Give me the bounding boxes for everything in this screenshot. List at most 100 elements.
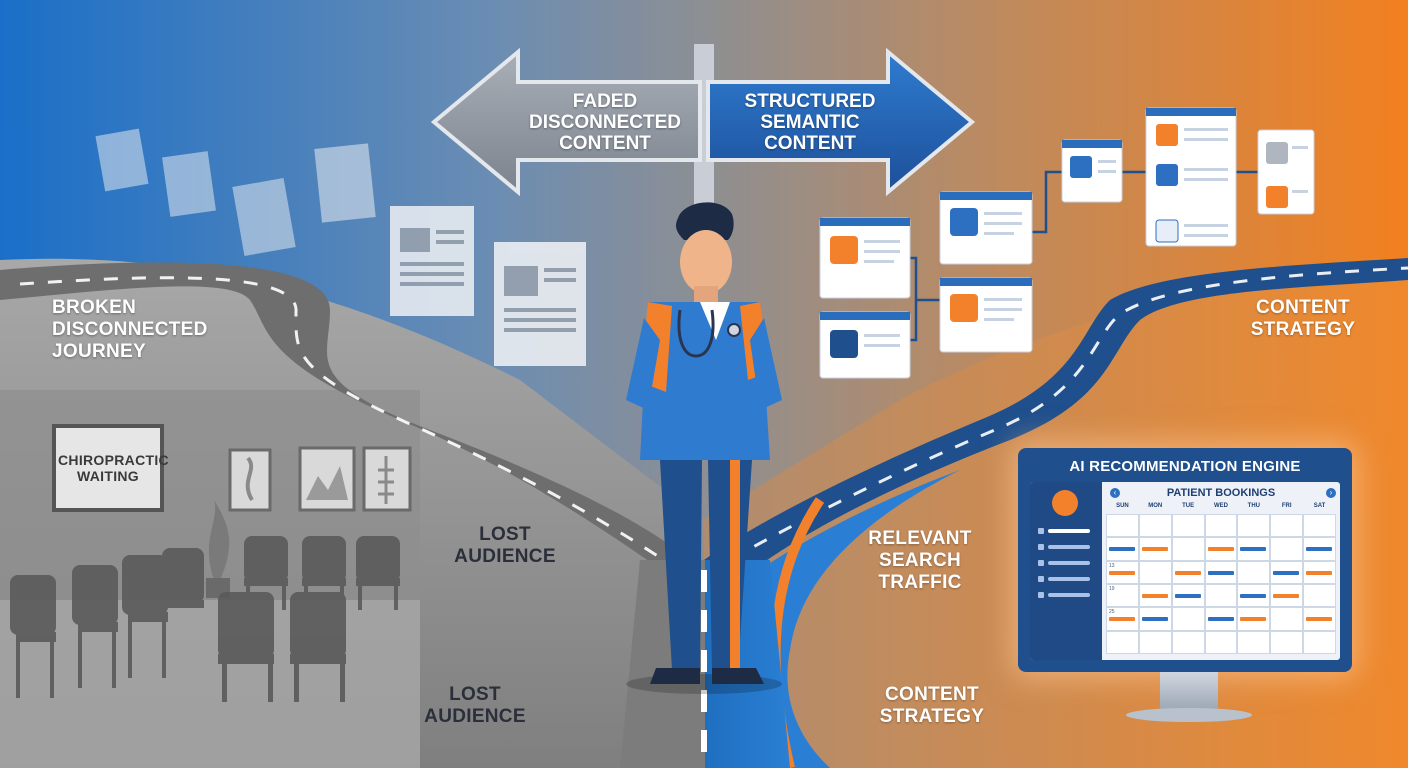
- signpost-left-line-2: DISCONNECTED: [528, 111, 681, 133]
- monitor-stand-neck: [1160, 672, 1218, 712]
- calendar-day-number: 13: [1109, 562, 1115, 569]
- calendar-day-cell[interactable]: [1270, 560, 1304, 584]
- calendar-day-cell[interactable]: [1237, 607, 1271, 631]
- calendar-day-cell[interactable]: [1270, 630, 1304, 654]
- calendar-day-name: TUE: [1182, 503, 1195, 509]
- calendar-day-cell[interactable]: 19: [1106, 584, 1139, 608]
- calendar-day-cell[interactable]: [1138, 630, 1172, 654]
- booking-event-bar[interactable]: [1306, 617, 1333, 622]
- calendar-day-name: SUN: [1116, 503, 1129, 509]
- sidebar-item[interactable]: [1038, 528, 1094, 534]
- calendar-day-cell[interactable]: [1303, 607, 1336, 631]
- monitor-stand-base: [1126, 708, 1252, 722]
- calendar-day-cell[interactable]: 13: [1106, 560, 1139, 584]
- lost-audience-lower-line-1: LOST: [449, 684, 501, 705]
- booking-event-bar[interactable]: [1273, 594, 1300, 598]
- calendar-day-cell[interactable]: [1237, 560, 1271, 584]
- calendar-day-name: THU: [1247, 503, 1261, 509]
- booking-event-bar[interactable]: [1207, 547, 1234, 552]
- booking-event-bar[interactable]: [1109, 547, 1135, 552]
- content-strategy-bottom-line-2: STRATEGY: [879, 705, 985, 727]
- calendar-day-cell[interactable]: [1171, 537, 1205, 561]
- chiropractic-waiting-sign: CHIROPRACTIC WAITING: [58, 452, 169, 484]
- booking-event-bar[interactable]: [1207, 570, 1234, 575]
- broken-journey-line-3: JOURNEY: [52, 340, 146, 362]
- calendar-day-cell[interactable]: [1204, 537, 1238, 561]
- booking-event-bar[interactable]: [1306, 547, 1333, 552]
- calendar-day-cell[interactable]: [1303, 514, 1336, 538]
- signpost-right-line-3: CONTENT: [764, 132, 856, 154]
- lost-audience-label-lower: LOST AUDIENCE: [410, 684, 540, 728]
- calendar-day-cell[interactable]: [1303, 560, 1336, 584]
- calendar-day-cell[interactable]: [1237, 537, 1271, 561]
- calendar-title: PATIENT BOOKINGS: [1166, 487, 1276, 499]
- relevant-search-line-1: RELEVANT: [868, 528, 972, 549]
- calendar-day-cell[interactable]: [1237, 514, 1271, 538]
- calendar-day-cell[interactable]: [1270, 607, 1304, 631]
- calendar-day-cell[interactable]: [1204, 584, 1238, 608]
- calendar-day-number: 19: [1109, 586, 1115, 592]
- booking-event-bar[interactable]: [1306, 570, 1333, 575]
- booking-event-bar[interactable]: [1109, 570, 1135, 575]
- calendar-day-cell[interactable]: [1171, 607, 1205, 631]
- calendar-day-cell[interactable]: [1106, 514, 1139, 538]
- signpost-left-line-1: FADED: [572, 91, 638, 112]
- calendar-next-icon[interactable]: ›: [1326, 488, 1336, 498]
- booking-event-bar[interactable]: [1207, 617, 1234, 622]
- signpost-right-line-1: STRUCTURED: [744, 91, 876, 112]
- booking-event-bar[interactable]: [1141, 547, 1168, 552]
- calendar-day-cell[interactable]: [1106, 537, 1139, 561]
- calendar-day-cell[interactable]: [1204, 514, 1238, 538]
- booking-event-bar[interactable]: [1174, 594, 1201, 598]
- calendar-day-cell[interactable]: [1138, 514, 1172, 538]
- calendar-day-cell[interactable]: [1204, 630, 1238, 654]
- calendar-day-cell[interactable]: [1303, 537, 1336, 561]
- calendar-day-cell[interactable]: [1303, 630, 1336, 654]
- calendar-day-cell[interactable]: [1171, 630, 1205, 654]
- signpost-right-arrow-label: STRUCTURED SEMANTIC CONTENT: [710, 91, 910, 155]
- calendar-day-cell[interactable]: [1237, 630, 1271, 654]
- relevant-search-traffic-label: RELEVANT SEARCH TRAFFIC: [850, 528, 990, 594]
- sidebar-item[interactable]: [1038, 592, 1094, 598]
- sidebar-item[interactable]: [1038, 576, 1094, 582]
- calendar-day-name: MON: [1148, 503, 1163, 509]
- booking-event-bar[interactable]: [1240, 547, 1267, 552]
- sidebar-item[interactable]: [1038, 560, 1094, 566]
- sidebar-item[interactable]: [1038, 544, 1094, 550]
- content-strategy-top-line-1: CONTENT: [1256, 297, 1350, 318]
- calendar-day-number: 25: [1109, 609, 1115, 616]
- lost-audience-label-upper: LOST AUDIENCE: [440, 524, 570, 568]
- calendar-day-cell[interactable]: [1171, 560, 1205, 584]
- calendar-day-cell[interactable]: [1270, 514, 1304, 538]
- calendar-day-cell[interactable]: [1171, 514, 1205, 538]
- booking-event-bar[interactable]: [1240, 594, 1267, 598]
- calendar-day-cell[interactable]: [1270, 584, 1304, 608]
- calendar-day-cell[interactable]: [1204, 560, 1238, 584]
- booking-event-bar[interactable]: [1141, 617, 1168, 622]
- relevant-search-line-2: SEARCH: [878, 549, 962, 571]
- lost-audience-upper-line-2: AUDIENCE: [454, 545, 556, 567]
- calendar-day-cell[interactable]: [1204, 607, 1238, 631]
- calendar-prev-icon[interactable]: ‹: [1110, 488, 1120, 498]
- calendar-day-cell[interactable]: [1138, 560, 1172, 584]
- content-strategy-label-bottom: CONTENT STRATEGY: [862, 684, 1002, 728]
- calendar-day-cell[interactable]: [1171, 584, 1205, 608]
- broken-journey-line-1: BROKEN: [52, 297, 137, 318]
- calendar-day-cell[interactable]: [1138, 537, 1172, 561]
- booking-event-bar[interactable]: [1273, 570, 1300, 575]
- calendar-day-cell[interactable]: [1138, 607, 1172, 631]
- calendar-day-cell[interactable]: [1138, 584, 1172, 608]
- booking-event-bar[interactable]: [1109, 617, 1135, 622]
- signpost-left-arrow-label: FADED DISCONNECTED CONTENT: [500, 91, 710, 155]
- booking-event-bar[interactable]: [1141, 594, 1168, 598]
- booking-event-bar[interactable]: [1240, 617, 1267, 622]
- content-strategy-bottom-line-1: CONTENT: [885, 684, 979, 705]
- calendar-day-cell[interactable]: [1303, 584, 1336, 608]
- booking-event-bar[interactable]: [1174, 570, 1201, 575]
- calendar-day-cell[interactable]: [1237, 584, 1271, 608]
- calendar-day-cell[interactable]: [1270, 537, 1304, 561]
- calendar-day-cell[interactable]: [1106, 630, 1139, 654]
- calendar-day-cell[interactable]: 25: [1106, 607, 1139, 631]
